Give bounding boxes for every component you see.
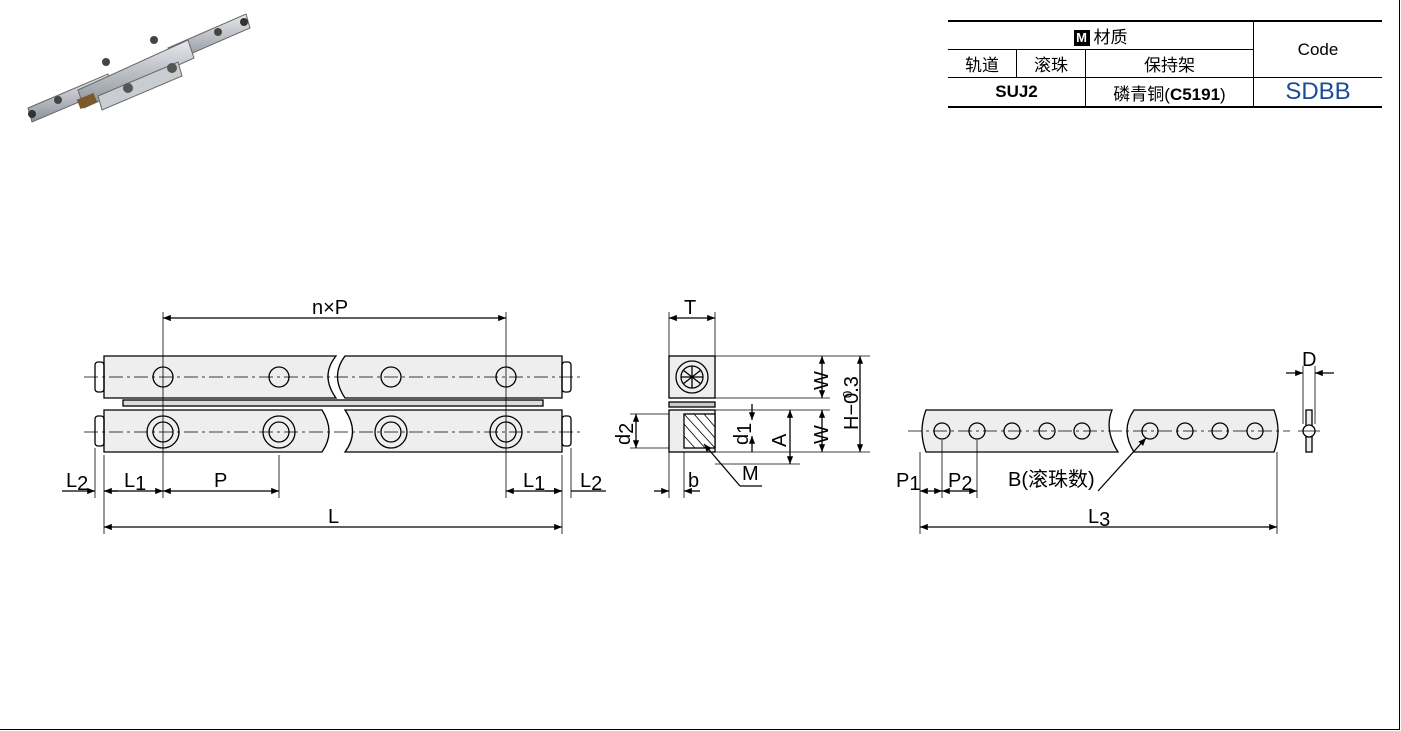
lower-counterbore [374, 415, 408, 449]
code-header: Code [1253, 20, 1382, 78]
cage-strip [122, 399, 544, 407]
material-header: 材质 [1093, 28, 1128, 47]
dim-b: b [688, 470, 699, 492]
material-badge: M [1073, 30, 1090, 46]
col-rail: 轨道 [948, 49, 1017, 78]
rail-roller-value: SUJ2 [948, 77, 1086, 108]
col-rollers: 滚珠 [1016, 49, 1086, 78]
dim-m: M [742, 463, 759, 485]
col-cage: 保持架 [1085, 49, 1254, 78]
dim-a: A [769, 433, 791, 447]
dim-t: T [684, 297, 696, 319]
dim-h: H−0.3 [841, 376, 863, 430]
dim-l1-right: L1 [523, 470, 545, 495]
cage-view [908, 366, 1334, 534]
product-photo [27, 13, 251, 123]
dim-b-roller-count: B(滚珠数) [1008, 468, 1095, 491]
upper-hole [380, 366, 402, 388]
lower-rail-end-cap-left [94, 415, 105, 447]
dim-l3: L3 [1088, 506, 1110, 531]
lower-rail-end-cap-right [561, 415, 572, 447]
dim-p2: P2 [948, 470, 972, 495]
front-view [62, 312, 606, 534]
dim-p1: P1 [896, 470, 920, 495]
dim-nxp: n×P [312, 297, 348, 319]
dim-w2: W [811, 425, 833, 444]
cage-value: 磷青铜(C5191) [1085, 77, 1254, 108]
dim-l1-left: L1 [124, 470, 146, 495]
code-value: SDBB [1253, 77, 1382, 108]
dim-l2-left: L2 [66, 470, 88, 495]
dim-w: W [811, 371, 833, 390]
roller-section [675, 360, 709, 394]
dim-d1: d1 [731, 423, 756, 445]
dim-h-tol-upper: 0 [840, 391, 855, 398]
dim-l2-right: L2 [580, 470, 602, 495]
section-view [630, 312, 870, 498]
dim-d: D [1302, 349, 1316, 371]
dim-l: L [328, 506, 339, 528]
dim-d2: d2 [613, 423, 638, 445]
dim-p: P [214, 470, 227, 492]
